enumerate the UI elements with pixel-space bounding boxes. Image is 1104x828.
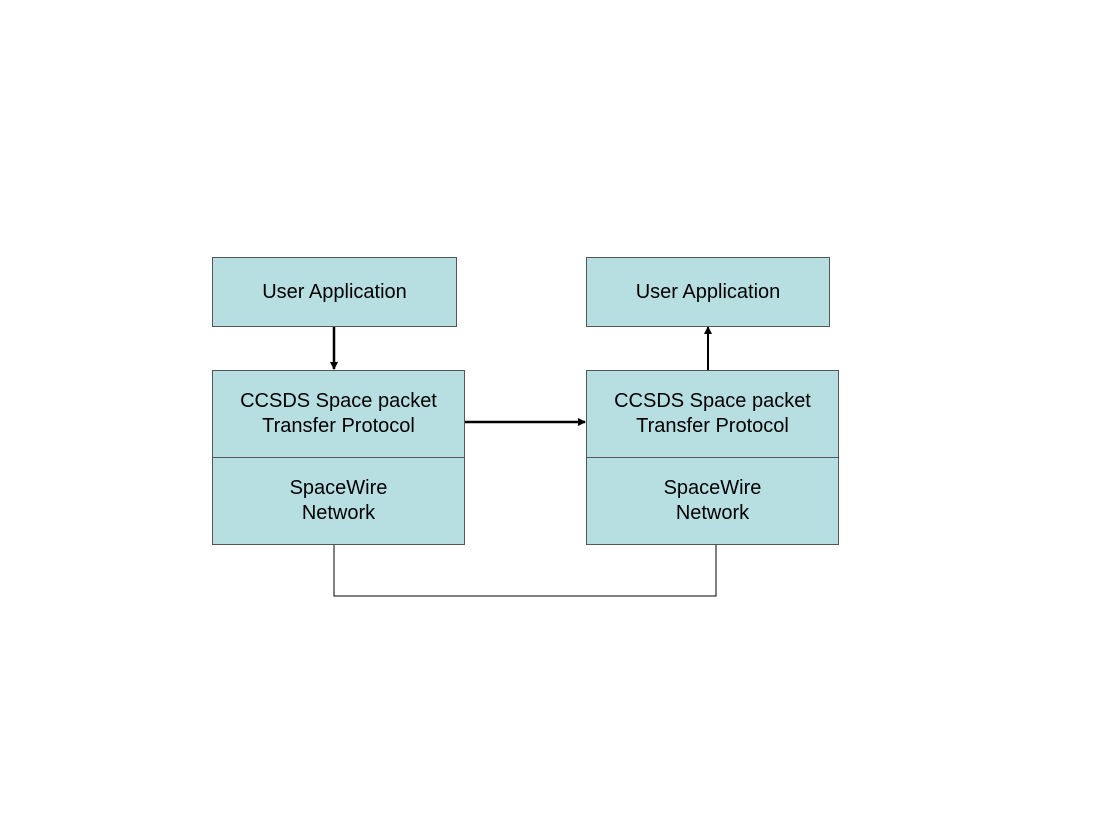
left-protocol-stack: CCSDS Space packet Transfer Protocol Spa…	[212, 370, 465, 545]
right-ccsds-layer: CCSDS Space packet Transfer Protocol	[587, 371, 838, 458]
left-ccsds-label-line1: CCSDS Space packet	[240, 390, 437, 412]
left-ccsds-layer: CCSDS Space packet Transfer Protocol	[213, 371, 464, 458]
left-spacewire-label-line1: SpaceWire	[289, 477, 388, 499]
spacewire-link-line	[333, 545, 717, 597]
right-spacewire-layer: SpaceWire Network	[587, 458, 838, 544]
right-ccsds-label-line2: Transfer Protocol	[636, 415, 789, 437]
left-spacewire-layer: SpaceWire Network	[213, 458, 464, 544]
right-spacewire-label-line1: SpaceWire	[663, 477, 762, 499]
right-spacewire-label-line2: Network	[675, 502, 750, 524]
right-ccsds-label-line1: CCSDS Space packet	[614, 390, 811, 412]
left-ccsds-label-line2: Transfer Protocol	[262, 415, 415, 437]
right-protocol-stack: CCSDS Space packet Transfer Protocol Spa…	[586, 370, 839, 545]
left-spacewire-label-line2: Network	[301, 502, 376, 524]
left-user-application-box: User Application	[212, 257, 457, 327]
left-user-application-label: User Application	[262, 280, 407, 303]
right-user-application-box: User Application	[586, 257, 830, 327]
right-user-application-label: User Application	[635, 280, 781, 303]
